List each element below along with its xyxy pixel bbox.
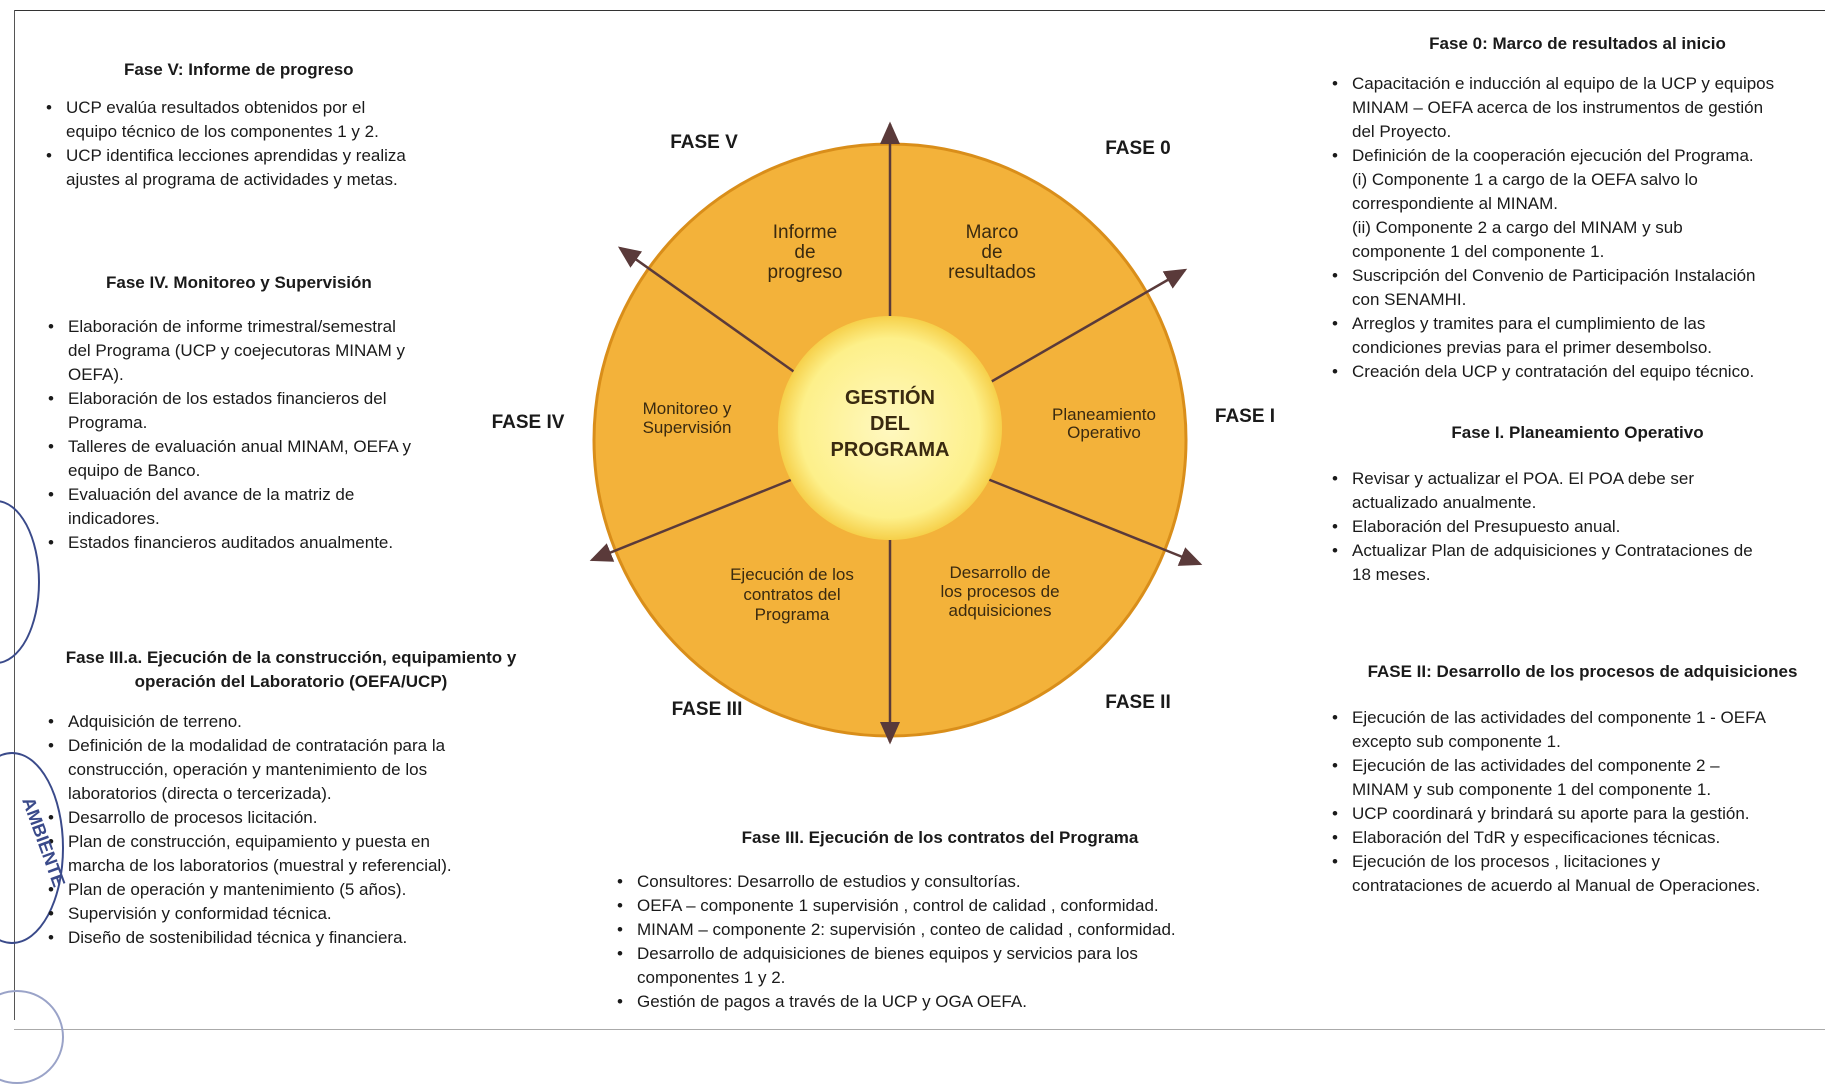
- list-item: Adquisición de terreno.: [48, 710, 546, 734]
- panel-fase-i: Fase I. Planeamiento Operativo Revisar y…: [1330, 421, 1825, 587]
- panel-title: Fase III. Ejecución de los contratos del…: [741, 828, 1139, 847]
- bullet-list: Consultores: Desarrollo de estudios y co…: [615, 870, 1255, 1014]
- segment-line: progreso: [768, 262, 843, 283]
- segment-line: adquisiciones: [948, 601, 1051, 620]
- panel-fase-ii: FASE II: Desarrollo de los procesos de a…: [1330, 660, 1825, 898]
- panel-title: Fase V: Informe de progreso: [124, 60, 354, 79]
- segment-line: contratos del: [743, 585, 840, 604]
- list-item: UCP evalúa resultados obtenidos por el e…: [46, 96, 514, 144]
- list-item: Definición de la modalidad de contrataci…: [48, 734, 546, 806]
- segment-informe: Informe de progreso: [768, 222, 843, 283]
- list-item: Evaluación del avance de la matriz de in…: [48, 483, 506, 531]
- list-item: UCP coordinará y brindará su aporte para…: [1332, 802, 1825, 826]
- list-item: MINAM – componente 2: supervisión , cont…: [617, 918, 1255, 942]
- panel-fase-iv: Fase IV. Monitoreo y Supervisión Elabora…: [46, 271, 506, 555]
- panel-title: Fase IV. Monitoreo y Supervisión: [106, 273, 372, 292]
- list-item: Desarrollo de adquisiciones de bienes eq…: [617, 942, 1255, 990]
- segment-ejecucion: Ejecución de los contratos del Programa: [730, 565, 854, 624]
- list-item: Definición de la cooperación ejecución d…: [1332, 144, 1825, 264]
- list-item: Elaboración del Presupuesto anual.: [1332, 515, 1825, 539]
- segment-line: Programa: [755, 605, 830, 624]
- phase-label-iii: FASE III: [672, 699, 743, 720]
- stamp-text: AMBIENTE: [18, 795, 69, 890]
- panel-fase-v: Fase V: Informe de progreso UCP evalúa r…: [44, 58, 514, 192]
- segment-marco: Marco de resultados: [948, 222, 1036, 283]
- segment-monitoreo: Monitoreo y Supervisión: [643, 399, 732, 437]
- list-item: Elaboración del TdR y especificaciones t…: [1332, 826, 1825, 850]
- segment-line: los procesos de: [940, 582, 1059, 601]
- segment-line: resultados: [948, 262, 1036, 283]
- segment-line: Planeamiento: [1052, 405, 1156, 424]
- panel-title: FASE II: Desarrollo de los procesos de a…: [1367, 662, 1798, 681]
- center-title-1: GESTIÓN: [845, 385, 935, 409]
- list-item: Talleres de evaluación anual MINAM, OEFA…: [48, 435, 506, 483]
- segment-line: Ejecución de los: [730, 565, 854, 584]
- segment-line: Monitoreo y: [643, 399, 732, 418]
- list-item: Actualizar Plan de adquisiciones y Contr…: [1332, 539, 1825, 587]
- segment-line: de: [981, 242, 1002, 263]
- segment-line: de: [794, 242, 815, 263]
- top-border: [14, 10, 1825, 11]
- list-item: Plan de construcción, equipamiento y pue…: [48, 830, 546, 878]
- bullet-list: Revisar y actualizar el POA. El POA debe…: [1330, 467, 1825, 587]
- segment-line: Supervisión: [643, 418, 732, 437]
- list-item: OEFA – componente 1 supervisión , contro…: [617, 894, 1255, 918]
- panel-fase-iiia: Fase III.a. Ejecución de la construcción…: [46, 646, 546, 950]
- list-item: Elaboración de informe trimestral/semest…: [48, 315, 506, 387]
- panel-fase-0: Fase 0: Marco de resultados al inicio Ca…: [1330, 32, 1825, 384]
- bullet-list: UCP evalúa resultados obtenidos por el e…: [44, 96, 514, 192]
- list-item: Desarrollo de procesos licitación.: [48, 806, 546, 830]
- segment-line: Marco: [966, 222, 1019, 243]
- segment-line: Informe: [773, 222, 837, 243]
- panel-title: Fase III.a. Ejecución de la construcción…: [65, 648, 517, 691]
- phase-label-i: FASE I: [1215, 406, 1275, 427]
- bullet-list: Adquisición de terreno.Definición de la …: [46, 710, 546, 950]
- list-item: Capacitación e inducción al equipo de la…: [1332, 72, 1825, 144]
- program-cycle-diagram: GESTIÓN DEL PROGRAMA Informe de progreso…: [18, 121, 1275, 890]
- center-title-2: DEL: [870, 413, 910, 435]
- list-item: Estados financieros auditados anualmente…: [48, 531, 506, 555]
- list-item: Revisar y actualizar el POA. El POA debe…: [1332, 467, 1825, 515]
- segment-line: Operativo: [1067, 423, 1141, 442]
- panel-title: Fase I. Planeamiento Operativo: [1451, 423, 1704, 442]
- list-item: Diseño de sostenibilidad técnica y finan…: [48, 926, 546, 950]
- list-item: Ejecución de las actividades del compone…: [1332, 706, 1825, 754]
- list-item: Ejecución de los procesos , licitaciones…: [1332, 850, 1825, 898]
- list-item: Elaboración de los estados financieros d…: [48, 387, 506, 435]
- list-item: UCP identifica lecciones aprendidas y re…: [46, 144, 514, 192]
- segment-line: Desarrollo de: [949, 563, 1050, 582]
- phase-label-v: FASE V: [670, 132, 738, 153]
- center-title-3: PROGRAMA: [831, 439, 950, 461]
- bullet-list: Elaboración de informe trimestral/semest…: [46, 315, 506, 555]
- phase-label-ii: FASE II: [1105, 692, 1170, 713]
- panel-title: Fase 0: Marco de resultados al inicio: [1429, 34, 1726, 53]
- phase-label-iv: FASE IV: [492, 412, 565, 433]
- bullet-list: Ejecución de las actividades del compone…: [1330, 706, 1825, 898]
- list-item: Suscripción del Convenio de Participació…: [1332, 264, 1825, 312]
- list-item: Gestión de pagos a través de la UCP y OG…: [617, 990, 1255, 1014]
- center-hub: [778, 316, 1002, 540]
- segment-desarrollo: Desarrollo de los procesos de adquisicio…: [940, 563, 1059, 620]
- list-item: Plan de operación y mantenimiento (5 año…: [48, 878, 546, 902]
- list-item: Consultores: Desarrollo de estudios y co…: [617, 870, 1255, 894]
- segment-planeamiento: Planeamiento Operativo: [1052, 405, 1156, 442]
- list-item: Supervisión y conformidad técnica.: [48, 902, 546, 926]
- bullet-list: Capacitación e inducción al equipo de la…: [1330, 72, 1825, 384]
- list-item: Arreglos y tramites para el cumplimiento…: [1332, 312, 1825, 360]
- list-item: Creación dela UCP y contratación del equ…: [1332, 360, 1825, 384]
- list-item: Ejecución de las actividades del compone…: [1332, 754, 1825, 802]
- panel-fase-iii: Fase III. Ejecución de los contratos del…: [615, 826, 1255, 1014]
- phase-label-0: FASE 0: [1105, 138, 1170, 159]
